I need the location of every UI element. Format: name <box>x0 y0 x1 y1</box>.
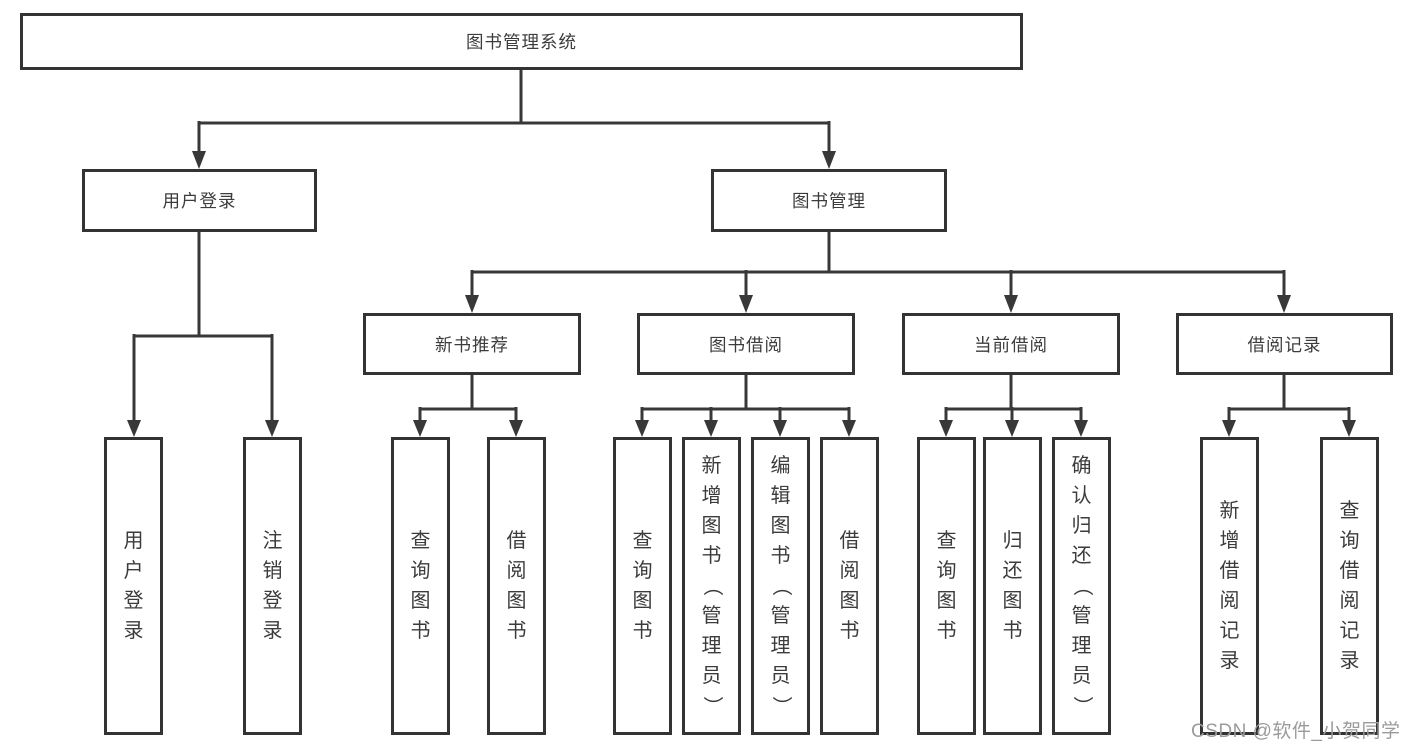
leaf-logout-label: 注销登录 <box>262 530 283 642</box>
node-root-label: 图书管理系统 <box>466 32 577 52</box>
leaf-add-books-admin: 新增图书（管理员） <box>682 437 741 735</box>
leaf-edit-books-admin-label: 编辑图书（管理员） <box>769 455 792 716</box>
leaf-query-books-1: 查询图书 <box>391 437 450 735</box>
leaf-query-books-3-label: 查询图书 <box>936 530 957 642</box>
node-current-borrow: 当前借阅 <box>902 313 1120 375</box>
watermark: CSDN @软件_小贺同学 <box>1191 721 1401 742</box>
leaf-user-login-label: 用户登录 <box>123 530 144 642</box>
leaf-borrow-books-2-label: 借阅图书 <box>839 530 860 642</box>
leaf-confirm-return-admin-label: 确认归还（管理员） <box>1070 455 1093 716</box>
leaf-borrow-books-2: 借阅图书 <box>820 437 879 735</box>
node-current-borrow-label: 当前借阅 <box>974 334 1048 355</box>
leaf-return-books-label: 归还图书 <box>1002 530 1023 642</box>
leaf-query-borrow-record: 查询借阅记录 <box>1320 437 1379 735</box>
leaf-query-books-2-label: 查询图书 <box>632 530 653 642</box>
node-borrow-records-label: 借阅记录 <box>1247 334 1322 355</box>
node-root: 图书管理系统 <box>20 13 1023 70</box>
leaf-query-borrow-record-label: 查询借阅记录 <box>1339 500 1360 672</box>
leaf-logout: 注销登录 <box>243 437 302 735</box>
node-book-borrow: 图书借阅 <box>637 313 855 375</box>
node-book-management-label: 图书管理 <box>792 191 866 211</box>
node-borrow-records: 借阅记录 <box>1176 313 1393 375</box>
leaf-borrow-books-1: 借阅图书 <box>487 437 546 735</box>
leaf-borrow-books-1-label: 借阅图书 <box>506 530 527 642</box>
leaf-add-borrow-record-label: 新增借阅记录 <box>1219 500 1240 672</box>
node-new-book-recommend-label: 新书推荐 <box>435 334 509 355</box>
leaf-query-books-1-label: 查询图书 <box>410 530 431 642</box>
node-user-login: 用户登录 <box>82 169 317 232</box>
leaf-confirm-return-admin: 确认归还（管理员） <box>1052 437 1111 735</box>
leaf-query-books-2: 查询图书 <box>613 437 672 735</box>
node-book-borrow-label: 图书借阅 <box>709 334 783 355</box>
node-user-login-label: 用户登录 <box>162 191 237 211</box>
leaf-query-books-3: 查询图书 <box>917 437 976 735</box>
node-book-management: 图书管理 <box>711 169 947 232</box>
node-new-book-recommend: 新书推荐 <box>363 313 581 375</box>
leaf-user-login: 用户登录 <box>104 437 163 735</box>
leaf-return-books: 归还图书 <box>983 437 1042 735</box>
leaf-add-borrow-record: 新增借阅记录 <box>1200 437 1259 735</box>
leaf-add-books-admin-label: 新增图书（管理员） <box>700 455 723 716</box>
leaf-edit-books-admin: 编辑图书（管理员） <box>751 437 810 735</box>
